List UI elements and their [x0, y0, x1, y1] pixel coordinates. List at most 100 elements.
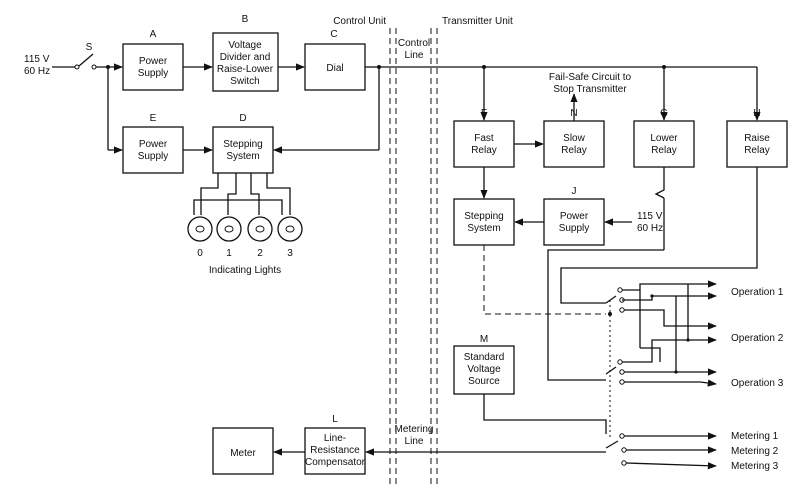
block-m-line3: Source	[468, 376, 500, 387]
metering-line-label-1: Metering	[395, 424, 434, 435]
op3-lower-wire	[624, 379, 717, 387]
lamp-3-wire	[266, 173, 291, 215]
tx-power-voltage: 115 V	[637, 211, 663, 222]
switch-contact-left	[74, 64, 80, 70]
block-j-letter: J	[572, 186, 577, 197]
input-frequency: 60 Hz	[24, 66, 50, 77]
block-a-line2: Supply	[138, 68, 169, 79]
block-f-letter: F	[481, 108, 487, 119]
input-voltage: 115 V	[24, 54, 50, 65]
block-f-fast-relay	[453, 120, 515, 168]
operation-selector-lower	[605, 359, 625, 385]
switch-blade	[78, 53, 94, 67]
block-i-line2: System	[467, 223, 500, 234]
block-g-lower-relay	[633, 120, 695, 168]
block-d-stepping-system	[212, 126, 274, 174]
operation-1-label: Operation 1	[731, 287, 784, 298]
block-j-line2: Supply	[559, 223, 590, 234]
cross-wire-4	[640, 347, 661, 362]
block-b-letter: B	[242, 14, 249, 25]
lamp-3-number: 3	[287, 248, 293, 259]
m-to-metering-switch-wire	[483, 394, 607, 434]
op-junction-2	[674, 370, 678, 374]
block-i-stepping-system	[453, 198, 515, 246]
block-f-line1: Fast	[474, 133, 494, 144]
block-b-voltage-divider	[212, 32, 279, 92]
block-h-raise-relay	[726, 120, 788, 168]
block-g-letter: G	[660, 108, 668, 119]
indicating-lights-caption: Indicating Lights	[209, 265, 281, 276]
block-n-line2: Relay	[561, 145, 587, 156]
lamp-2-wire	[250, 173, 260, 215]
lamp-0-number: 0	[197, 248, 203, 259]
block-a-letter: A	[150, 29, 157, 40]
block-l-line1: Line-	[324, 433, 346, 444]
block-g-line1: Lower	[650, 133, 678, 144]
lamp-2	[247, 216, 273, 242]
tx-power-frequency: 60 Hz	[637, 223, 663, 234]
control-line-label-1: Control	[398, 38, 430, 49]
block-n-slow-relay	[543, 120, 605, 168]
metering-1-label: Metering 1	[731, 431, 779, 442]
block-m-standard-voltage	[453, 345, 515, 395]
control-unit-label: Control Unit	[333, 16, 386, 27]
g-output-wire	[654, 167, 665, 199]
op2-upper-wire	[624, 309, 717, 330]
switch-contact-right	[91, 64, 97, 70]
block-d-letter: D	[239, 113, 246, 124]
block-e-line2: Supply	[138, 151, 169, 162]
block-e-power-supply	[122, 126, 184, 174]
block-l-line2: Resistance	[310, 445, 360, 456]
block-l-line-resistance-compensator	[304, 427, 366, 475]
meter-label: Meter	[230, 448, 256, 459]
block-m-line1: Standard	[464, 352, 505, 363]
op2-lower-wire	[622, 336, 717, 363]
block-b-line4: Switch	[230, 76, 259, 87]
block-j-line1: Power	[560, 211, 589, 222]
lamp-0-wire	[200, 173, 219, 215]
lamp-0	[187, 216, 213, 242]
block-a-line1: Power	[139, 56, 168, 67]
block-e-letter: E	[150, 113, 157, 124]
failsafe-label-1: Fail-Safe Circuit to	[549, 72, 632, 83]
block-l-line3: Compensator	[305, 457, 366, 468]
block-j-power-supply	[543, 198, 605, 246]
lamp-1-number: 1	[226, 248, 232, 259]
block-h-line2: Relay	[744, 145, 770, 156]
block-c-line1: Dial	[326, 63, 343, 74]
block-d-line2: System	[226, 151, 259, 162]
op1-wire	[622, 280, 717, 291]
block-b-line3: Raise-Lower	[217, 64, 274, 75]
block-d-line1: Stepping	[223, 139, 262, 150]
metering-line-label-2: Line	[405, 436, 424, 447]
op1-return-wire	[622, 292, 717, 301]
block-a-power-supply	[122, 43, 184, 91]
metering-2-label: Metering 2	[731, 446, 779, 457]
metering-3-label: Metering 3	[731, 461, 779, 472]
block-m-letter: M	[480, 334, 488, 345]
operation-2-label: Operation 2	[731, 333, 784, 344]
block-n-line1: Slow	[563, 133, 585, 144]
lamp-2-number: 2	[257, 248, 263, 259]
control-line-label-2: Line	[405, 50, 424, 61]
block-g-line2: Relay	[651, 145, 677, 156]
op-junction-3	[686, 338, 690, 342]
meter-block	[212, 427, 274, 475]
metering-selector	[605, 433, 627, 466]
failsafe-label-2: Stop Transmitter	[553, 84, 627, 95]
block-i-line1: Stepping	[464, 211, 503, 222]
block-e-line1: Power	[139, 139, 168, 150]
linkage-junction	[608, 312, 612, 316]
block-b-line1: Voltage	[228, 40, 262, 51]
block-i-letter: I	[483, 186, 486, 197]
h-to-selector-wire	[560, 167, 758, 304]
block-f-line2: Relay	[471, 145, 497, 156]
metering-3-wire	[625, 462, 717, 470]
block-m-line2: Voltage	[467, 364, 501, 375]
operation-3-label: Operation 3	[731, 378, 784, 389]
operation-selector-upper	[605, 287, 625, 313]
transmitter-unit-label: Transmitter Unit	[442, 16, 513, 27]
lamp-1	[216, 216, 242, 242]
block-l-letter: L	[332, 414, 338, 425]
